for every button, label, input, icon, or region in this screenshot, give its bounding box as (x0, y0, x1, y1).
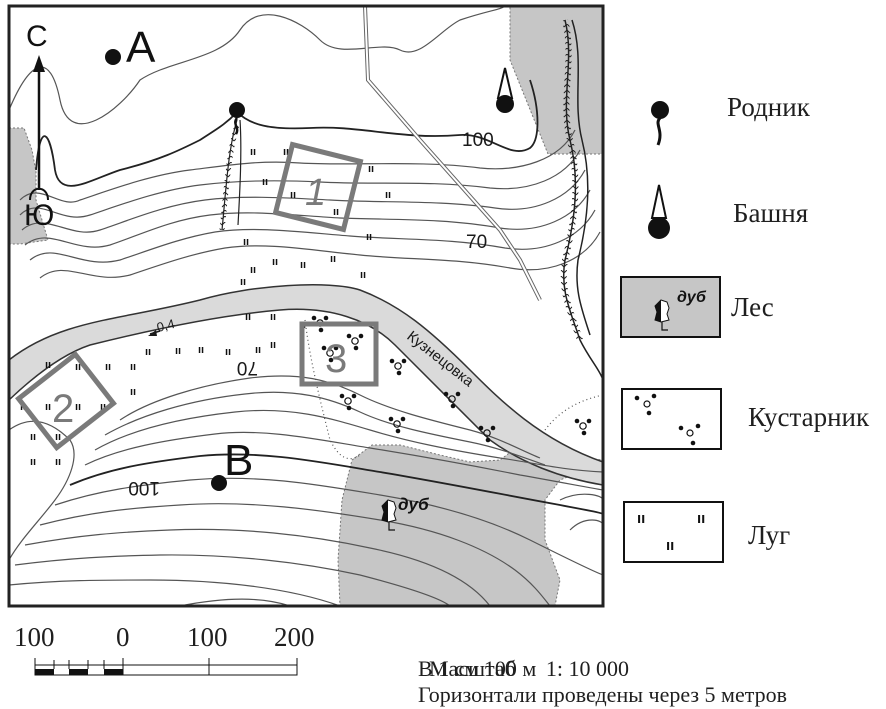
meadow-mark: ıı (262, 176, 268, 188)
shrub-marks (311, 315, 592, 443)
shrub-mark (339, 393, 357, 411)
meadow-mark: ıı (272, 256, 278, 268)
site-2: 2 (15, 350, 117, 452)
scale-bar (34, 658, 298, 676)
road (363, 6, 542, 301)
meadow-mark: ıı (105, 361, 111, 373)
legend-label-tower: Башня (733, 198, 809, 228)
point-a-label: A (126, 23, 156, 72)
legend-forest-swatch (620, 276, 721, 338)
meadow-mark: ıı (225, 346, 231, 358)
meadow-mark: ıı (30, 456, 36, 468)
contour-label-upper-100: 100 (462, 130, 494, 151)
meadow-mark: ıı (75, 401, 81, 413)
legend-label-forest: Лес (731, 292, 774, 322)
meadow-mark: ıı (270, 339, 276, 351)
meadow-mark: ıı (45, 401, 51, 413)
compass (29, 55, 49, 201)
meadow-mark: ıı (333, 206, 339, 218)
scale-info-ratio: Масштаб 1: 10 000 (418, 630, 629, 682)
meadow-mark: ıı (366, 231, 372, 243)
svg-text:ıı: ıı (637, 510, 645, 527)
meadow-mark: ıı (240, 276, 246, 288)
ravine-east (560, 19, 603, 381)
shrub-mark (478, 425, 496, 443)
meadow-mark: ıı (45, 359, 51, 371)
legend-label-spring: Родник (727, 92, 810, 122)
shrub-boundaries (304, 319, 603, 460)
svg-text:ıı: ıı (666, 537, 674, 554)
forest-area-west (9, 127, 49, 245)
shrub-mark (388, 416, 406, 434)
meadow-mark: ıı (360, 269, 366, 281)
legend-tower-icon (648, 184, 670, 239)
meadow-mark: ıı (130, 386, 136, 398)
contour-label-lower-70: 70 (237, 357, 258, 378)
scale-tick-label-0: 0 (116, 622, 130, 652)
shrub-mark (443, 391, 461, 409)
river-flow-label: 0,4 (155, 316, 176, 335)
meadow-mark: ıı (368, 163, 374, 175)
compass-north-label: С (26, 20, 48, 53)
river-flow-arrowhead (148, 330, 157, 336)
meadow-mark: ıı (250, 146, 256, 158)
meadow-mark: ıı (283, 146, 289, 158)
site-1: 1 (272, 141, 364, 233)
north-arrow-icon (33, 55, 45, 72)
point-b-label: B (224, 436, 253, 485)
meadow-mark: ıı (300, 259, 306, 271)
contour-label-lower-100: 100 (128, 477, 160, 498)
shrub-mark (346, 333, 364, 351)
shrub-mark (574, 418, 592, 436)
scale-info-per-cm: В 1 см 100 м (418, 656, 537, 681)
legend-forest-swatch-text: дуб (677, 289, 707, 306)
scale-tick-label-100: 100 (187, 622, 228, 652)
svg-text:1: 1 (305, 172, 326, 214)
legend-meadow-swatch: ıı ıı ıı (623, 501, 724, 563)
legend-label-meadow: Луг (748, 520, 791, 550)
contour-label-upper-70: 70 (466, 232, 487, 253)
meadow-mark: ıı (385, 189, 391, 201)
meadow-mark: ıı (270, 311, 276, 323)
meadow-mark: ıı (290, 189, 296, 201)
meadow-mark: ıı (130, 361, 136, 373)
site-3: 3 (299, 321, 379, 387)
scale-tick-label-100-left: 100 (14, 622, 55, 652)
legend-shrub-swatch (621, 388, 722, 450)
meadow-mark: ıı (243, 236, 249, 248)
forest-label: дуб (398, 495, 429, 514)
meadow-mark: ıı (55, 431, 61, 443)
meadow-mark: ıı (255, 344, 261, 356)
meadow-mark: ıı (250, 264, 256, 276)
oak-tree-icon (381, 499, 397, 531)
legend-spring-icon (651, 101, 669, 146)
scale-tick-label-200: 200 (274, 622, 315, 652)
legend-label-shrub: Кустарник (748, 402, 870, 432)
meadow-mark: ıı (175, 345, 181, 357)
meadow-mark: ıı (55, 456, 61, 468)
svg-text:3: 3 (325, 337, 347, 381)
forest-area-south (337, 444, 603, 606)
meadow-mark: ıı (330, 253, 336, 265)
meadow-mark: ıı (30, 431, 36, 443)
scale-title: Масштаб (429, 656, 516, 681)
point-a-marker (105, 49, 121, 65)
map-border (7, 4, 605, 608)
meadow-mark: ıı (75, 361, 81, 373)
shrub-mark (389, 358, 407, 376)
meadow-mark: ıı (100, 401, 106, 413)
ravine-spring (219, 119, 242, 231)
scale-info-contour-interval: Горизонтали проведены через 5 метров (418, 682, 788, 707)
scale-ratio: 1: 10 000 (545, 656, 629, 681)
meadow-mark: ıı (198, 344, 204, 356)
point-b-marker (211, 475, 227, 491)
tower-marker (496, 67, 514, 113)
shrub-mark (321, 345, 339, 363)
svg-text:ıı: ıı (697, 510, 705, 527)
compass-south-label: Ю (24, 199, 54, 232)
meadow-mark: ıı (145, 346, 151, 358)
meadow-mark: ıı (245, 311, 251, 323)
spring-marker (229, 102, 245, 135)
svg-text:2: 2 (52, 387, 74, 431)
